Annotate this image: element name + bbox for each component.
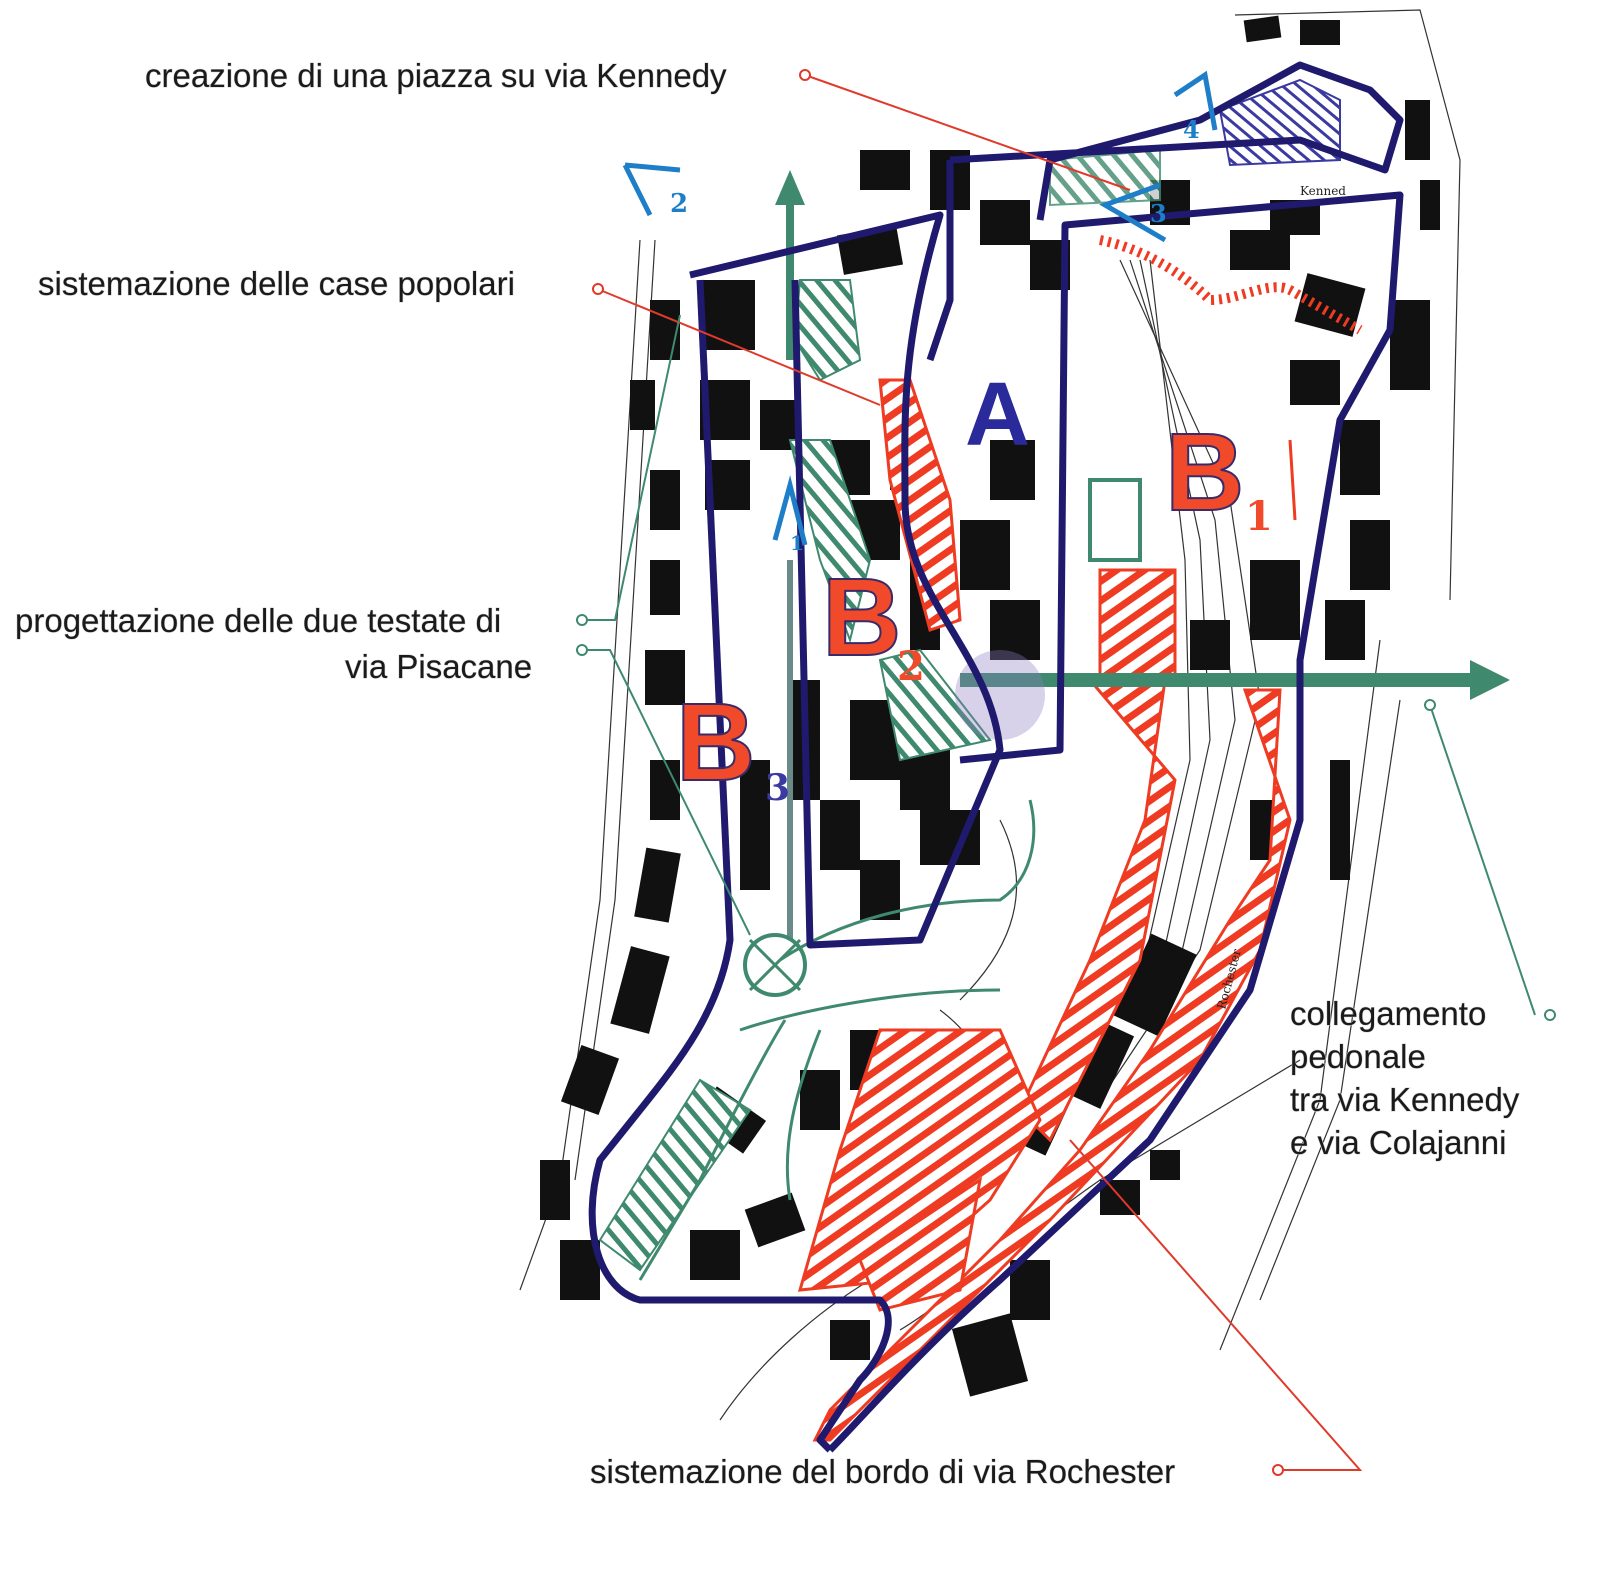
- viewpoint-marker-4: 4: [1173, 70, 1218, 144]
- svg-text:4: 4: [1183, 115, 1200, 144]
- callout-lines: [576, 74, 1536, 1471]
- project-boundary: [588, 61, 1404, 1453]
- callout-dot: [1424, 699, 1436, 711]
- svg-text:2: 2: [897, 643, 925, 690]
- svg-text:B: B: [676, 681, 755, 804]
- svg-text:1: 1: [790, 531, 804, 555]
- direction-arrow-north: [775, 170, 805, 360]
- svg-text:A: A: [965, 365, 1030, 465]
- label-testate-line1: progettazione delle due testate di: [15, 602, 501, 639]
- viewpoint-marker-1: 1: [772, 475, 808, 555]
- zone-label-b1: B 1: [1164, 410, 1273, 540]
- callout-dot: [1272, 1464, 1284, 1476]
- zone-label-a: A: [965, 365, 1030, 465]
- callout-dot: [576, 614, 588, 626]
- svg-text:3: 3: [765, 767, 790, 809]
- callout-dot: [1544, 1009, 1556, 1021]
- svg-text:2: 2: [670, 189, 688, 219]
- zone-label-b2: B 2: [821, 555, 925, 690]
- viewpoint-marker-2: 2: [622, 162, 688, 219]
- label-testate-line2: via Pisacane: [345, 648, 532, 685]
- label-piazza-kennedy: creazione di una piazza su via Kennedy: [145, 57, 727, 94]
- label-collegamento-line4: e via Colajanni: [1290, 1124, 1506, 1161]
- svg-text:B: B: [1165, 411, 1244, 534]
- blue-hatched-zone: [1218, 78, 1341, 167]
- red-hatched-zones: [797, 235, 1363, 1442]
- pedestrian-routes: [638, 560, 1036, 1281]
- svg-text:B: B: [822, 556, 901, 679]
- label-bordo-rochester: sistemazione del bordo di via Rochester: [590, 1453, 1175, 1490]
- green-hatched-zones: [598, 148, 1161, 1272]
- svg-text:3: 3: [1150, 199, 1167, 228]
- label-collegamento-line1: collegamento: [1290, 995, 1486, 1032]
- callout-dot: [592, 283, 604, 295]
- label-collegamento-line3: tra via Kennedy: [1290, 1081, 1520, 1118]
- callout-dot: [576, 644, 588, 656]
- zone-label-b3: B 3: [675, 680, 790, 809]
- street-label-kennedy: Kenned: [1300, 184, 1346, 198]
- callout-dot: [799, 69, 811, 81]
- direction-arrow-east: [960, 660, 1510, 700]
- callout-dots: [576, 69, 1556, 1476]
- label-case-popolari: sistemazione delle case popolari: [38, 265, 515, 302]
- viewpoint-marker-3: 3: [1099, 182, 1167, 243]
- svg-text:1: 1: [1245, 493, 1273, 540]
- label-collegamento-line2: pedonale: [1290, 1038, 1426, 1075]
